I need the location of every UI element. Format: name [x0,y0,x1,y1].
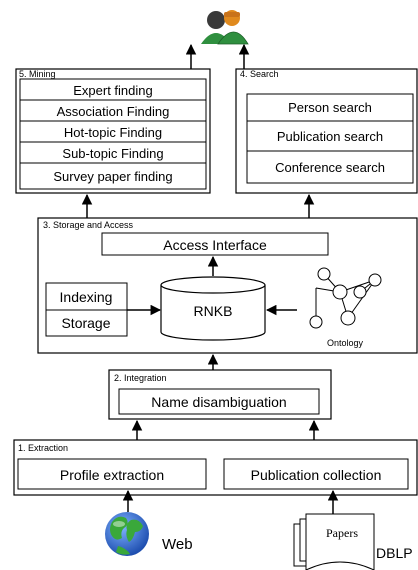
users-icon [201,10,249,45]
access-interface-label: Access Interface [163,237,267,253]
papers-stack-icon [293,513,375,570]
publication-collection-label: Publication collection [251,467,382,483]
mining-item-survey-paper-finding: Survey paper finding [53,169,172,184]
web-label: Web [162,536,193,553]
search-panel-title: 4. Search [240,69,279,79]
globe-icon [105,512,149,556]
mining-panel: 5. Mining Expert finding Association Fin… [15,68,211,194]
search-item-conference-search: Conference search [275,160,385,175]
search-item-publication-search: Publication search [277,129,383,144]
integration-panel: 2. Integration Name disambiguation [108,369,332,420]
ontology-label: Ontology [327,338,364,348]
mining-item-hot-topic-finding: Hot-topic Finding [64,125,162,140]
papers-label: Papers [326,526,358,540]
search-panel: 4. Search Person search Publication sear… [235,68,418,194]
mining-item-expert-finding: Expert finding [73,83,153,98]
name-disambiguation-label: Name disambiguation [151,394,286,410]
indexing-label: Indexing [60,289,113,305]
storage-label: Storage [61,315,110,331]
extraction-panel: 1. Extraction Profile extraction Publica… [13,439,418,496]
profile-extraction-label: Profile extraction [60,467,164,483]
rnkb-database [160,276,266,341]
dblp-label: DBLP [376,545,413,561]
extraction-panel-title: 1. Extraction [18,443,68,453]
storage-access-panel: 3. Storage and Access Access Interface I… [37,217,418,354]
search-item-person-search: Person search [288,100,372,115]
rnkb-label: RNKB [194,303,233,319]
mining-item-sub-topic-finding: Sub-topic Finding [62,146,163,161]
mining-panel-title: 5. Mining [19,69,56,79]
storage-access-panel-title: 3. Storage and Access [43,220,134,230]
mining-item-association-finding: Association Finding [57,104,170,119]
ontology-graph [309,267,382,329]
integration-panel-title: 2. Integration [114,373,167,383]
